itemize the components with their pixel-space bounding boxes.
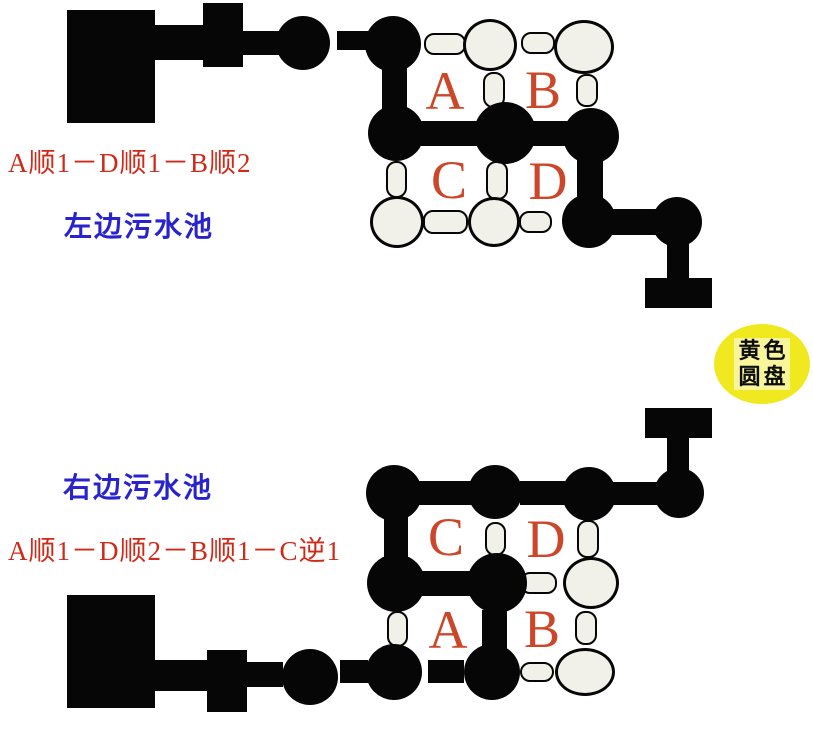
pipe-segment-filled xyxy=(207,650,247,712)
yellow-disc: 黄色 圆盘 xyxy=(714,324,810,404)
yellow-disc-label-line1: 黄色 xyxy=(738,337,789,363)
pipe-junction-filled xyxy=(562,467,616,521)
pipe-junction-filled xyxy=(474,102,536,164)
valve-connector-open xyxy=(424,33,466,55)
valve-node-open xyxy=(554,20,614,74)
valve-connector-open xyxy=(387,611,408,647)
pipe-junction-filled xyxy=(652,197,702,247)
valve-connector-open xyxy=(423,210,468,234)
yellow-disc-label: 黄色 圆盘 xyxy=(734,337,790,391)
right-grid-quadrant-label-d: D xyxy=(526,509,566,569)
valve-connector-open xyxy=(576,74,598,107)
right-grid-quadrant-label-b: B xyxy=(523,599,561,659)
pipe-junction-filled xyxy=(563,108,619,164)
pipe-junction-filled xyxy=(367,554,425,612)
left-grid-quadrant-label-b: B xyxy=(524,60,562,120)
pipe-segment-filled xyxy=(645,408,712,438)
valve-connector-open xyxy=(486,161,508,200)
pipe-junction-filled xyxy=(467,553,527,613)
pipe-segment-filled xyxy=(337,31,369,50)
pipe-segment-filled xyxy=(155,660,207,691)
pipe-segment-filled xyxy=(667,242,689,282)
right-grid-quadrant-label-a: A xyxy=(428,600,468,660)
valve-node-open xyxy=(563,557,619,609)
pipe-segment-filled xyxy=(67,10,155,123)
left-grid-quadrant-label-d: D xyxy=(528,151,568,211)
pipe-junction-filled xyxy=(366,465,422,521)
left-pool-valve-sequence: A顺1－D顺1－B顺2 xyxy=(8,148,252,178)
valve-connector-open xyxy=(577,520,599,558)
valve-connector-open xyxy=(520,662,554,682)
right-pool-label: 右边污水池 xyxy=(63,473,214,504)
pipe-segment-filled xyxy=(247,662,283,687)
pipe-junction-filled xyxy=(468,465,522,519)
pipe-segment-filled xyxy=(67,595,155,708)
pipe-segment-filled xyxy=(667,438,689,472)
valve-node-open xyxy=(468,197,520,247)
pipe-junction-filled xyxy=(368,105,424,161)
pipe-segment-filled xyxy=(645,278,712,308)
pipe-segment-filled xyxy=(340,660,368,683)
valve-node-open xyxy=(370,196,424,248)
pipe-junction-filled xyxy=(366,644,422,700)
right-grid-quadrant-label-c: C xyxy=(427,507,465,567)
valve-connector-open xyxy=(519,211,552,233)
pipe-segment-filled xyxy=(243,31,279,55)
pipe-segment-filled xyxy=(612,482,658,505)
valve-node-open xyxy=(463,19,517,71)
left-pool-label: 左边污水池 xyxy=(64,212,215,243)
valve-connector-open xyxy=(521,32,555,54)
valve-connector-open xyxy=(485,522,506,556)
pipe-segment-filled xyxy=(153,25,205,60)
left-grid-quadrant-label-c: C xyxy=(430,150,468,210)
valve-connector-open xyxy=(575,611,597,645)
valve-node-open xyxy=(555,648,615,696)
valve-connector-open xyxy=(386,161,407,198)
pipe-segment-filled xyxy=(203,3,243,67)
yellow-disc-label-line2: 圆盘 xyxy=(738,364,789,389)
pipe-junction-filled xyxy=(654,468,704,518)
pipe-junction-filled xyxy=(365,16,421,72)
pipe-segment-filled xyxy=(428,660,464,683)
pipe-junction-filled xyxy=(562,194,616,248)
pipe-junction-filled xyxy=(276,16,330,70)
left-grid-quadrant-label-a: A xyxy=(425,61,465,121)
pipe-junction-filled xyxy=(464,644,520,700)
right-pool-valve-sequence: A顺1－D顺2－B顺1－C逆1 xyxy=(8,536,342,566)
pipe-junction-filled xyxy=(282,649,338,705)
